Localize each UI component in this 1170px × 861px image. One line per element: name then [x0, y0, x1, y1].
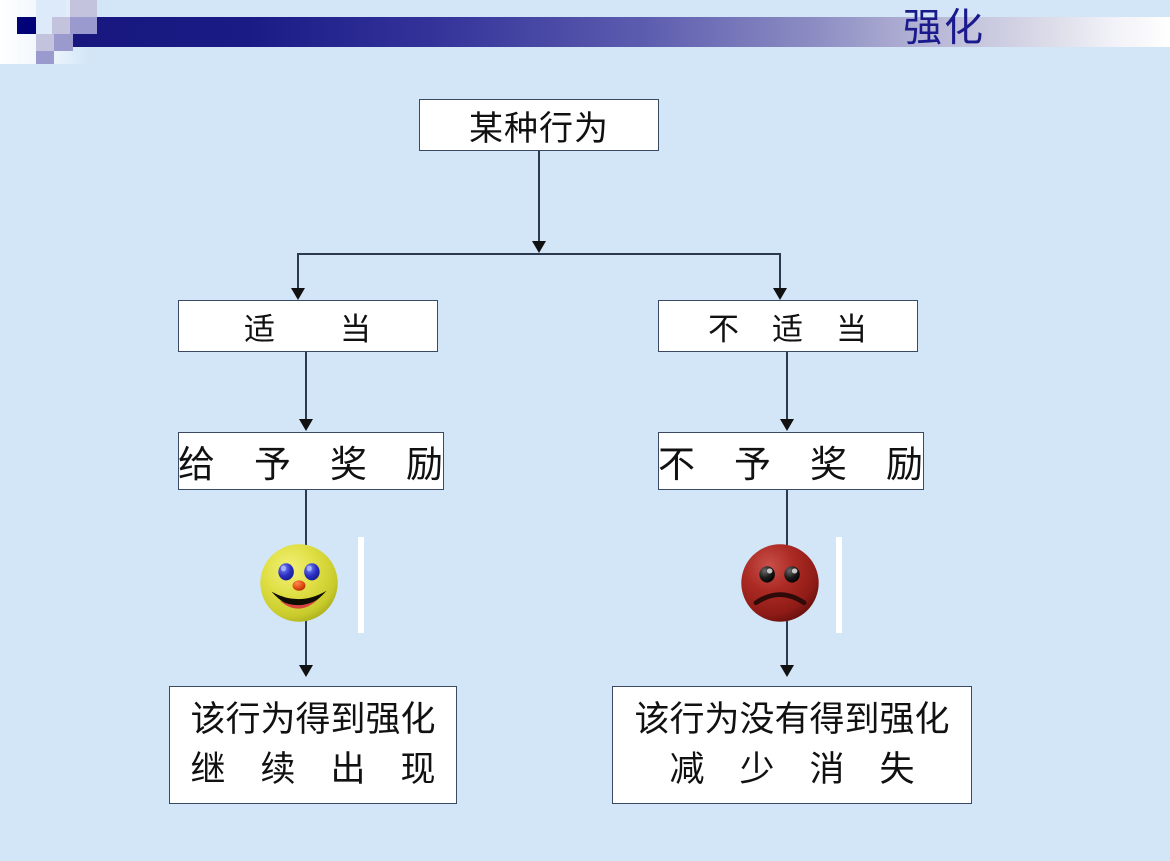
- node-result-reinforced: 该行为得到强化 继 续 出 现: [169, 686, 457, 804]
- text-caret-right: [836, 537, 842, 633]
- node-condition-appropriate-label: 适 当: [244, 311, 372, 347]
- arrowhead-right-result: [780, 665, 794, 677]
- connector-right-cond-to-action: [786, 352, 788, 424]
- node-result-not-reinforced: 该行为没有得到强化 减 少 消 失: [612, 686, 972, 804]
- node-behavior-label: 某种行为: [469, 110, 609, 148]
- node-condition-inappropriate-label: 不 适 当: [708, 311, 868, 347]
- arrowhead-right-action: [780, 419, 794, 431]
- arrowhead-right-branch: [773, 288, 787, 300]
- connector-right-branch-vertical: [779, 253, 781, 293]
- node-behavior: 某种行为: [419, 99, 659, 151]
- header-square-pale-2: [36, 17, 52, 34]
- node-action-give-reward: 给 予 奖 励: [178, 432, 444, 490]
- header-gradient-bar: [72, 17, 1170, 47]
- arrowhead-left-result: [299, 665, 313, 677]
- node-result-reinforced-line2: 继 续 出 现: [190, 750, 436, 789]
- node-condition-inappropriate: 不 适 当: [658, 300, 918, 352]
- happy-face-icon: [260, 544, 338, 622]
- header-square-pale-1: [36, 0, 66, 18]
- header-square-light-2: [52, 17, 70, 34]
- arrowhead-left-action: [299, 419, 313, 431]
- connector-root-vertical: [538, 151, 540, 247]
- arrowhead-left-branch: [291, 288, 305, 300]
- connector-left-cond-to-action: [305, 352, 307, 424]
- arrowhead-root: [532, 241, 546, 253]
- slide-title: 强化: [902, 7, 985, 50]
- node-action-no-reward: 不 予 奖 励: [658, 432, 924, 490]
- header-square-navy-1: [17, 17, 36, 34]
- node-result-reinforced-line1: 该行为得到强化: [190, 700, 436, 739]
- node-condition-appropriate: 适 当: [178, 300, 438, 352]
- node-action-give-reward-label: 给 予 奖 励: [178, 445, 444, 486]
- header-square-mid-1: [70, 17, 97, 34]
- connector-split-horizontal: [298, 253, 781, 255]
- text-caret-left: [358, 537, 364, 633]
- node-action-no-reward-label: 不 予 奖 励: [658, 445, 924, 486]
- node-result-not-reinforced-line1: 该行为没有得到强化: [634, 700, 950, 739]
- node-result-not-reinforced-line2: 减 少 消 失: [669, 750, 915, 789]
- header-square-mid-3: [36, 51, 54, 64]
- header-band: 强化: [0, 0, 1170, 64]
- connector-left-branch-vertical: [297, 253, 299, 293]
- sad-face-icon: [741, 544, 819, 622]
- header-square-light-1: [70, 0, 97, 18]
- header-square-light-3: [36, 34, 54, 51]
- header-square-mid-2: [54, 34, 73, 51]
